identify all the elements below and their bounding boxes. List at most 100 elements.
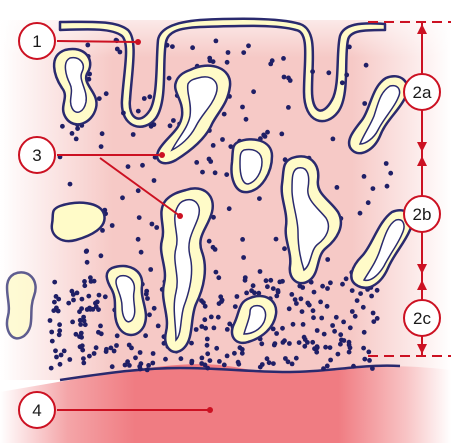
stroma-cell-dot [300, 285, 305, 290]
stroma-cell-dot [58, 362, 63, 367]
leader-end-4 [207, 407, 213, 413]
stroma-cell-dot [325, 364, 330, 369]
stroma-cell-dot [338, 342, 343, 347]
stroma-cell-dot [325, 304, 330, 309]
callout-3: 3 [19, 137, 55, 173]
stroma-cell-dot [315, 344, 320, 349]
stroma-cell-dot [211, 143, 216, 148]
stroma-cell-dot [328, 358, 333, 363]
stroma-cell-dot [68, 182, 73, 187]
stroma-cell-dot [150, 361, 155, 366]
stroma-cell-dot [325, 286, 330, 291]
stroma-cell-dot [364, 63, 369, 68]
stroma-cell-dot [50, 339, 55, 344]
stroma-cell-dot [205, 343, 210, 348]
stroma-cell-dot [148, 267, 153, 272]
stroma-cell-dot [265, 356, 270, 361]
stroma-cell-dot [170, 44, 175, 49]
stroma-cell-dot [82, 279, 87, 284]
stroma-cell-dot [297, 340, 302, 345]
stroma-cell-dot [235, 294, 240, 299]
stroma-cell-dot [310, 340, 315, 345]
stroma-cell-dot [347, 350, 352, 355]
stroma-cell-dot [268, 278, 273, 283]
stroma-cell-dot [240, 237, 245, 242]
stroma-cell-dot [303, 337, 308, 342]
stroma-cell-dot [49, 366, 54, 371]
stroma-cell-dot [114, 343, 119, 348]
stroma-cell-dot [203, 326, 208, 331]
stroma-cell-dot [265, 130, 270, 135]
stroma-cell-dot [371, 186, 376, 191]
stroma-cell-dot [287, 306, 292, 311]
callout-4-label: 4 [32, 401, 41, 420]
stroma-cell-dot [240, 351, 245, 356]
stroma-cell-dot [71, 298, 76, 303]
stroma-cell-dot [225, 327, 230, 332]
stroma-cell-dot [87, 354, 92, 359]
stroma-cell-dot [66, 301, 71, 306]
stroma-cell-dot [315, 328, 320, 333]
stroma-cell-dot [287, 341, 292, 346]
stroma-cell-dot [344, 276, 349, 281]
stroma-cell-dot [136, 188, 141, 193]
stroma-cell-dot [300, 309, 305, 314]
stroma-cell-dot [334, 315, 339, 320]
stroma-cell-dot [274, 331, 279, 336]
stroma-cell-dot [338, 332, 343, 337]
stroma-cell-dot [366, 200, 371, 205]
stroma-cell-dot [366, 350, 371, 355]
stroma-cell-dot [136, 237, 141, 242]
stroma-cell-dot [205, 366, 210, 371]
stroma-cell-dot [143, 333, 148, 338]
stroma-cell-dot [332, 329, 337, 334]
stroma-cell-dot [85, 260, 90, 265]
stroma-cell-dot [78, 322, 83, 327]
stroma-cell-dot [199, 361, 204, 366]
stroma-cell-dot [110, 364, 115, 369]
stroma-cell-dot [280, 326, 285, 331]
stroma-cell-dot [156, 324, 161, 329]
stroma-cell-dot [375, 288, 380, 293]
stroma-cell-dot [320, 284, 325, 289]
stroma-cell-dot [129, 346, 134, 351]
stroma-cell-dot [355, 298, 360, 303]
stroma-cell-dot [227, 322, 232, 327]
stroma-cell-dot [190, 45, 195, 50]
stroma-cell-dot [137, 215, 142, 220]
stroma-cell-dot [307, 303, 312, 308]
stroma-cell-dot [152, 306, 157, 311]
stroma-cell-dot [205, 337, 210, 342]
stroma-cell-dot [179, 356, 184, 361]
stroma-cell-dot [371, 319, 376, 324]
stroma-cell-dot [78, 344, 83, 349]
stroma-cell-dot [52, 280, 57, 285]
stroma-cell-dot [318, 300, 323, 305]
stroma-cell-dot [150, 222, 155, 227]
stroma-cell-dot [271, 361, 276, 366]
stroma-cell-dot [347, 45, 352, 50]
stroma-cell-dot [214, 270, 219, 275]
stroma-cell-dot [86, 294, 91, 299]
stroma-cell-dot [264, 278, 269, 283]
stroma-cell-dot [367, 358, 372, 363]
stroma-cell-dot [99, 331, 104, 336]
stroma-cell-dot [241, 255, 246, 260]
stroma-cell-dot [138, 367, 143, 372]
stroma-cell-dot [276, 288, 281, 293]
stroma-cell-dot [207, 157, 212, 162]
stroma-cell-dot [265, 284, 270, 289]
stroma-cell-dot [233, 304, 238, 309]
stroma-cell-dot [74, 137, 79, 142]
stroma-cell-dot [208, 358, 213, 363]
stroma-cell-dot [323, 345, 328, 350]
stroma-cell-dot [279, 132, 284, 137]
stroma-cell-dot [291, 322, 296, 327]
stroma-cell-dot [339, 338, 344, 343]
stroma-cell-dot [189, 361, 194, 366]
stroma-cell-dot [335, 185, 340, 190]
stroma-cell-dot [60, 124, 65, 129]
stroma-cell-dot [301, 322, 306, 327]
stroma-cell-dot [350, 288, 355, 293]
